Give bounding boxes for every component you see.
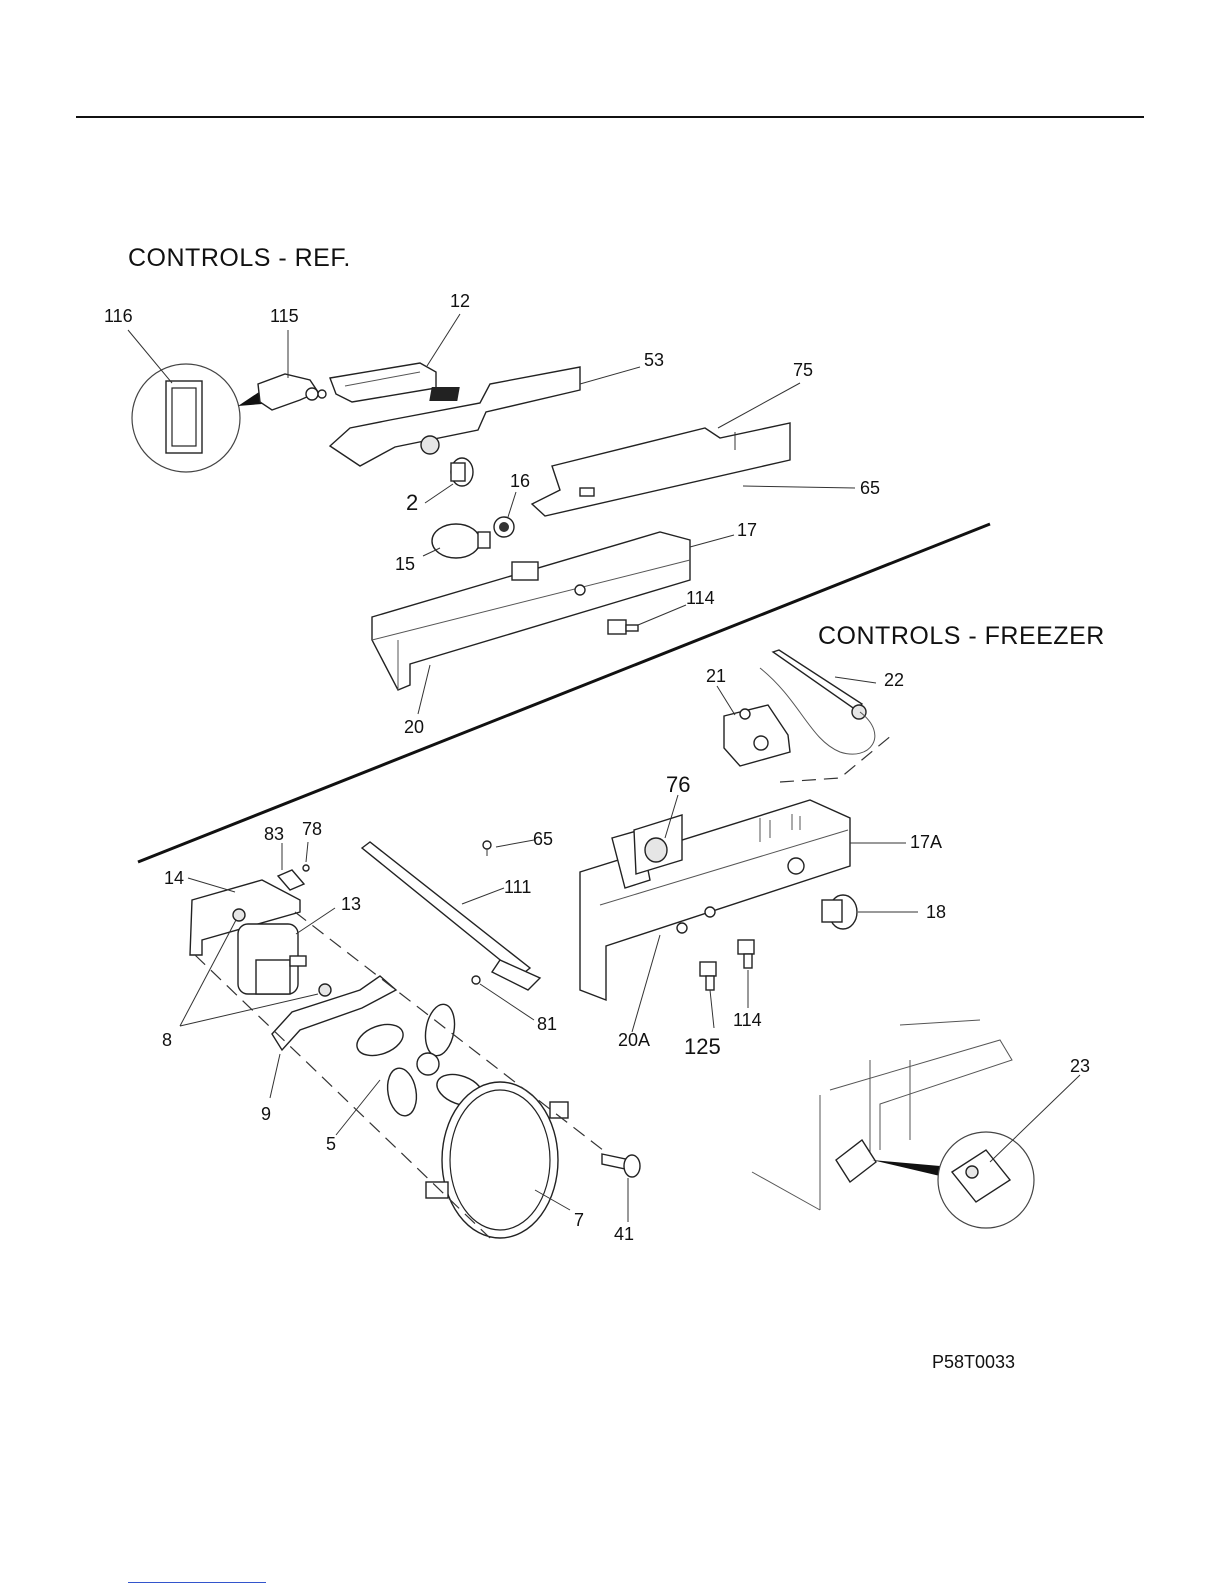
part-111-brace [362, 842, 540, 990]
part-23-cabinet-detail [752, 1020, 1034, 1228]
callout-20: 20 [404, 717, 424, 737]
part-15-light-bulb [432, 524, 490, 558]
ref-leader-lines [128, 314, 855, 714]
callout-2: 2 [406, 490, 418, 515]
bottom-link-underline[interactable] [128, 1582, 266, 1583]
part-125-freezer-stem [700, 962, 716, 990]
callout-22: 22 [884, 670, 904, 690]
callout-21: 21 [706, 666, 726, 686]
part-41-screw [602, 1154, 640, 1177]
callout-8: 8 [162, 1030, 172, 1050]
part-81-screw [472, 976, 480, 984]
callout-125: 125 [684, 1034, 721, 1059]
callout-17: 17 [737, 520, 757, 540]
callout-23: 23 [1070, 1056, 1090, 1076]
callout-76: 76 [666, 772, 690, 797]
part-7-fan-shroud [426, 1082, 568, 1238]
callout-7: 7 [574, 1210, 584, 1230]
callout-16: 16 [510, 471, 530, 491]
callout-116: 116 [104, 306, 133, 326]
freezer-leader-lines [180, 677, 1080, 1222]
callout-114-ref: 114 [686, 588, 715, 608]
callout-75: 75 [793, 360, 813, 380]
callout-5: 5 [326, 1134, 336, 1154]
part-114-freezer-stem [738, 940, 754, 968]
callout-14: 14 [164, 868, 184, 888]
callout-15: 15 [395, 554, 415, 574]
part-115-switch [258, 374, 326, 410]
part-65-screw [483, 841, 491, 856]
callout-41: 41 [614, 1224, 634, 1244]
part-75-plate [532, 423, 790, 516]
callout-115: 115 [270, 306, 299, 326]
callout-18: 18 [926, 902, 946, 922]
part-18-knob [822, 895, 857, 929]
callout-65-freezer: 65 [533, 829, 553, 849]
part-8-grommet [233, 909, 245, 921]
callout-81: 81 [537, 1014, 557, 1034]
callout-12: 12 [450, 291, 470, 311]
callout-65: 65 [860, 478, 880, 498]
freezer-dashed-assembly-line [780, 735, 892, 782]
callout-114-freezer: 114 [733, 1010, 762, 1030]
callout-83: 83 [264, 824, 284, 844]
part-83-clip [278, 870, 304, 890]
part-16-lamp-socket [494, 517, 514, 537]
part-13-motor [238, 924, 306, 994]
part-116-light-lens-detail [132, 364, 262, 472]
callout-20A: 20A [618, 1030, 650, 1050]
part-17-control-box [372, 532, 690, 690]
part-2-knob [451, 458, 473, 486]
part-12-cover [330, 363, 436, 402]
callout-17A: 17A [910, 832, 942, 852]
drawing-id: P58T0033 [932, 1352, 1015, 1373]
part-78-screw [303, 865, 309, 871]
callout-111: 111 [504, 877, 531, 897]
callout-53: 53 [644, 350, 664, 370]
part-114-thermostat-shaft [608, 620, 638, 634]
callout-78: 78 [302, 819, 322, 839]
callout-13: 13 [341, 894, 361, 914]
callout-9: 9 [261, 1104, 271, 1124]
